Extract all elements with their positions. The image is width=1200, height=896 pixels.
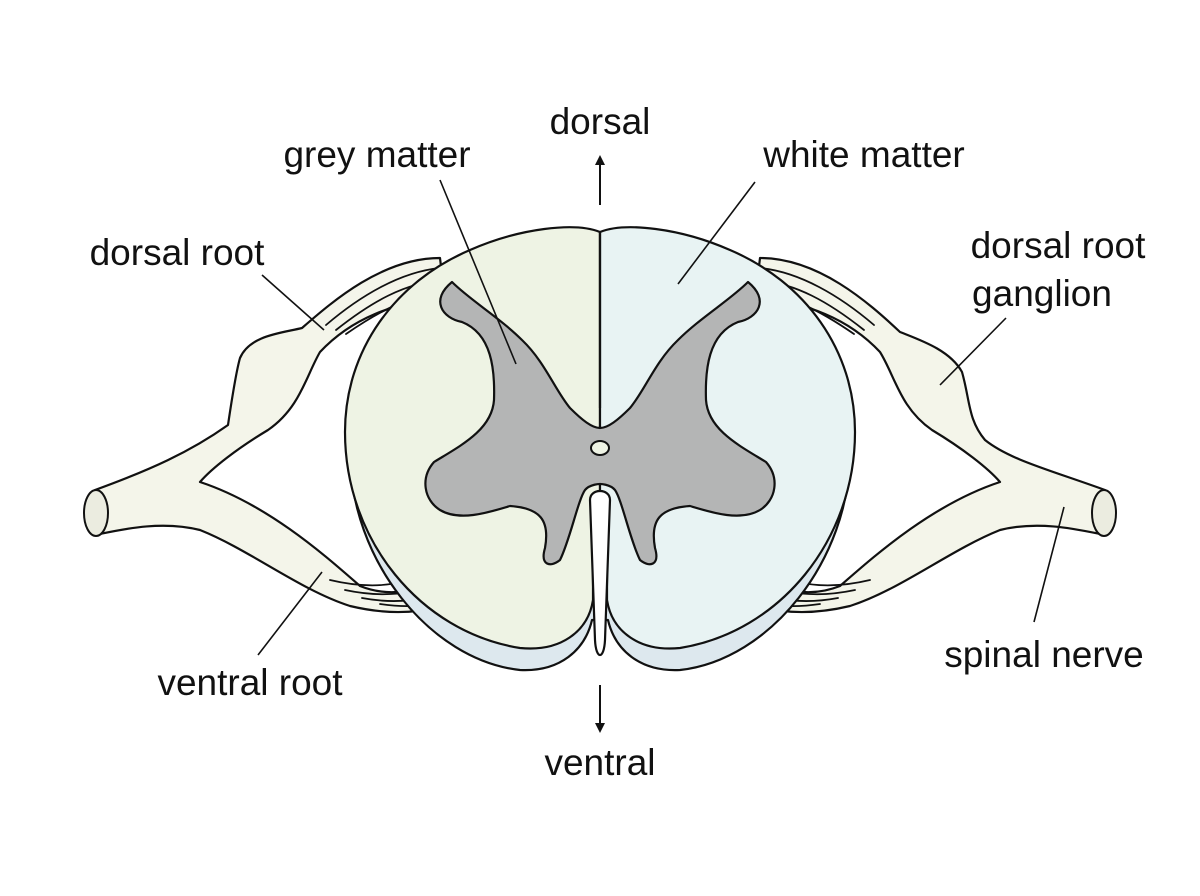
ventral-root-label: ventral root — [157, 662, 343, 703]
grey-matter — [424, 280, 776, 566]
dorsal-root-leader — [261, 274, 325, 331]
white-matter-label: white matter — [762, 134, 965, 175]
ventral-root-leader — [257, 571, 323, 656]
left-nerve-cap — [83, 489, 109, 537]
dorsal-root-ganglion-label-line2: ganglion — [972, 273, 1112, 314]
grey-matter-label: grey matter — [283, 134, 470, 175]
spinal-nerve-label: spinal nerve — [944, 634, 1144, 675]
dorsal-root-ganglion-leader — [939, 317, 1007, 386]
dorsal-root-ganglion-label-line1: dorsal root — [971, 225, 1147, 266]
ventral-median-fissure — [588, 489, 612, 657]
central-canal — [590, 440, 610, 456]
right-nerve-cap — [1091, 489, 1117, 537]
dorsal-root-label: dorsal root — [90, 232, 266, 273]
grey-matter-leader — [439, 179, 517, 365]
dorsal-label: dorsal — [550, 101, 651, 142]
spinal-nerve-leader — [1033, 506, 1065, 623]
right-spinal-nerve — [716, 256, 1107, 614]
white-matter-leader — [677, 181, 756, 285]
left-spinal-nerve — [93, 256, 484, 614]
spinal-cord — [343, 226, 857, 672]
ventral-label: ventral — [544, 742, 655, 783]
